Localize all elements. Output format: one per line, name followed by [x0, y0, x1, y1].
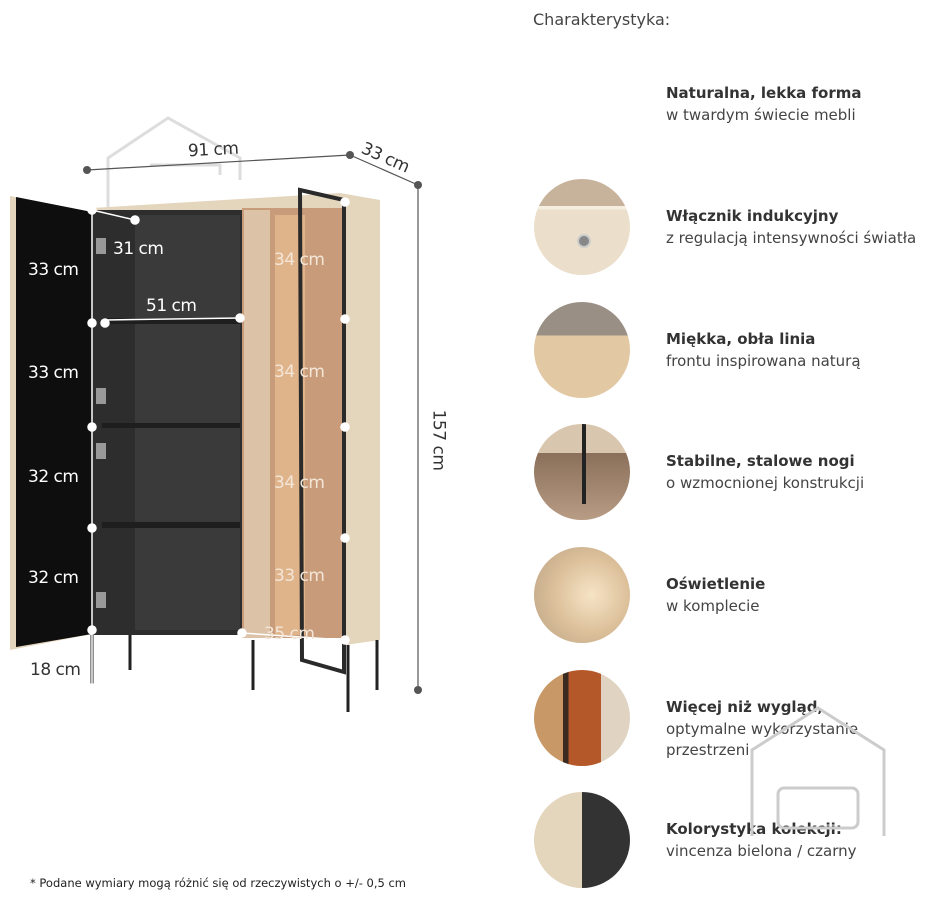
feature-item: Miękka, obła linia frontu inspirowana na… — [532, 302, 942, 402]
right-width-label: 35 cm — [264, 624, 315, 644]
cabinet-drawing — [10, 116, 422, 712]
right-section-label: 34 cm — [274, 362, 325, 382]
features-heading: Charakterystyka: — [533, 10, 671, 29]
feature-item: Oświetlenie w komplecie — [532, 547, 942, 647]
right-section-label: 34 cm — [274, 250, 325, 270]
feature-item: Kolorystyka kolekcji: vincenza bielona /… — [532, 792, 942, 892]
inner-width-label: 51 cm — [146, 296, 197, 316]
wood-slat-cabinet-photo-icon — [534, 56, 630, 152]
feature-item: Naturalna, lekka forma w twardym świecie… — [532, 56, 942, 156]
width-label: 91 cm — [187, 138, 239, 162]
footnote: * Podane wymiary mogą różnić się od rzec… — [30, 876, 406, 890]
steel-leg-photo-icon — [534, 424, 630, 520]
left-section-label: 32 cm — [28, 568, 79, 588]
watermark-logo — [750, 706, 886, 836]
touch-switch-photo-icon — [534, 179, 630, 275]
wavy-front-photo-icon — [534, 302, 630, 398]
leg-height-label: 18 cm — [30, 660, 81, 680]
inner-depth-label: 31 cm — [113, 239, 164, 259]
led-light-photo-icon — [534, 547, 630, 643]
glass-vitrine-photo-icon — [534, 670, 630, 766]
color-swatch-icon — [534, 792, 630, 888]
right-section-label: 33 cm — [274, 566, 325, 586]
right-section-label: 34 cm — [274, 473, 325, 493]
left-section-label: 33 cm — [28, 260, 79, 280]
feature-item: Więcej niż wygląd, optymalne wykorzystan… — [532, 670, 942, 770]
feature-item: Stabilne, stalowe nogi o wzmocnionej kon… — [532, 424, 942, 524]
left-section-label: 33 cm — [28, 363, 79, 383]
left-section-label: 32 cm — [28, 467, 79, 487]
height-label: 157 cm — [428, 409, 449, 471]
feature-item: Włącznik indukcyjny z regulacją intensyw… — [532, 179, 942, 279]
